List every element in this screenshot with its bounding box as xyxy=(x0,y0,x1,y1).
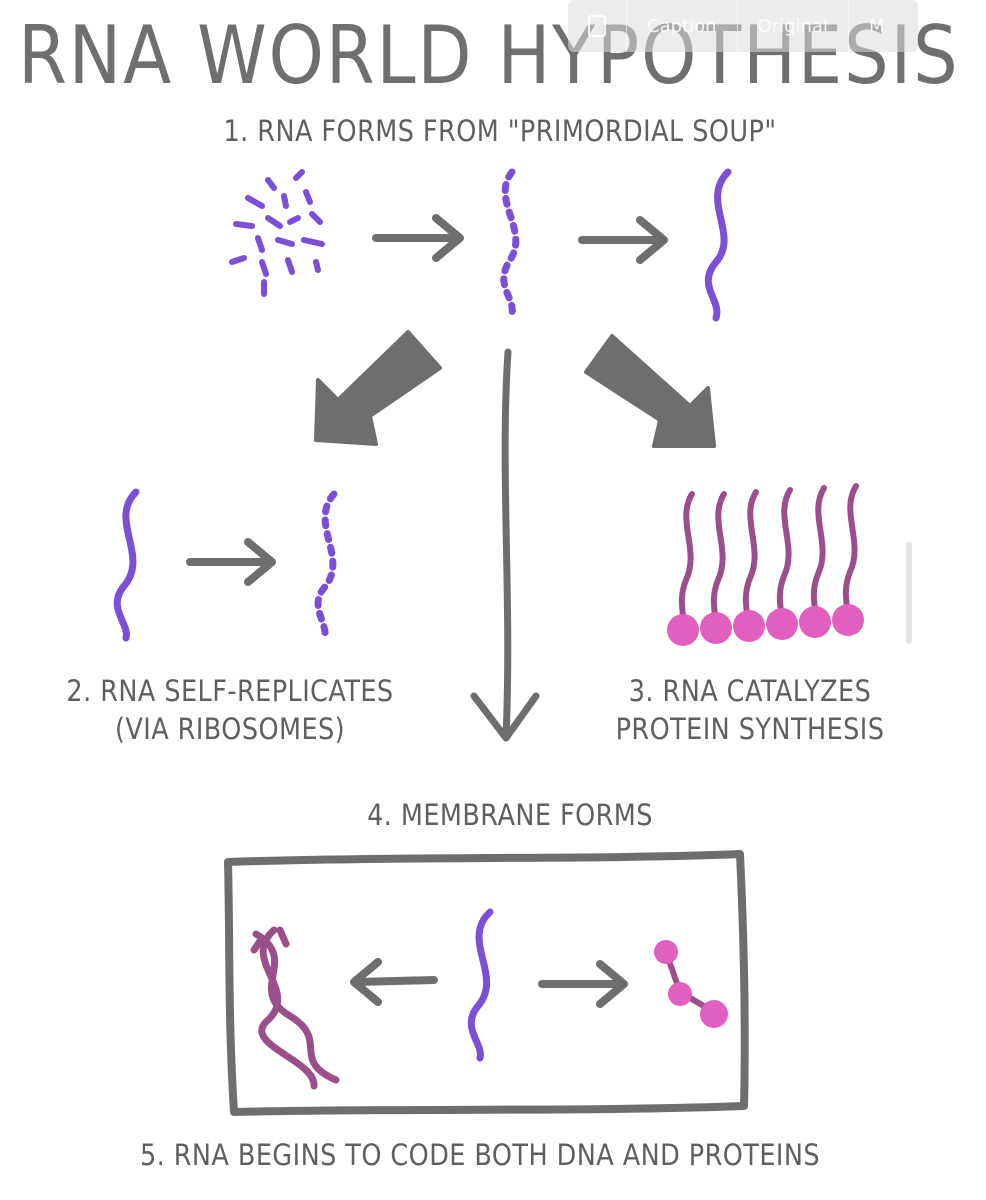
rna-strand-icon xyxy=(704,168,732,322)
arrow-soup-to-fragments-icon xyxy=(372,214,464,262)
arrow-down-to-membrane-icon xyxy=(470,348,540,742)
caption-icon xyxy=(588,15,606,37)
arrow-rna-to-protein-icon xyxy=(538,960,628,1008)
arrow-replication-icon xyxy=(186,538,276,586)
step-2-line-2: (VIA RIBOSOMES) xyxy=(114,712,346,746)
protein-synthesis-icon xyxy=(667,483,864,646)
arrow-fragments-to-rna-icon xyxy=(578,216,668,264)
caption-button[interactable]: Caption xyxy=(627,0,738,52)
arrow-rna-to-dna-icon xyxy=(350,958,438,1006)
primordial-soup-icon xyxy=(229,169,325,297)
step-4-label: 4. MEMBRANE FORMS xyxy=(367,798,653,832)
central-rna-strand-icon xyxy=(467,908,494,1062)
step-1-label: 1. RNA FORMS FROM "PRIMORDIAL SOUP" xyxy=(223,114,777,148)
step-2-label: 2. RNA SELF-REPLICATES (VIA RIBOSOMES) xyxy=(45,672,415,748)
more-button[interactable]: M xyxy=(868,15,885,37)
step-3-line-2: PROTEIN SYNTHESIS xyxy=(615,712,885,746)
dotted-rna-strand-icon xyxy=(500,168,520,322)
original-button[interactable]: Original xyxy=(738,0,849,52)
caption-toggle-button[interactable] xyxy=(568,0,627,52)
step-5-label: 5. RNA BEGINS TO CODE BOTH DNA AND PROTE… xyxy=(139,1138,821,1172)
dna-double-helix-icon xyxy=(250,926,340,1090)
protein-chain-icon xyxy=(654,940,728,1028)
replicated-dotted-strand-icon xyxy=(314,490,338,644)
big-arrow-right-icon xyxy=(584,334,716,448)
viewer-toolbar: Caption Original M xyxy=(568,0,918,52)
step-3-line-1: 3. RNA CATALYZES xyxy=(628,674,872,708)
membrane-box xyxy=(224,850,749,1116)
step-2-line-1: 2. RNA SELF-REPLICATES xyxy=(66,674,394,708)
step-3-label: 3. RNA CATALYZES PROTEIN SYNTHESIS xyxy=(583,672,917,748)
scrollbar-thumb[interactable] xyxy=(906,542,912,644)
self-replicating-rna-strand-icon xyxy=(113,488,140,642)
big-arrow-left-icon xyxy=(314,330,442,446)
